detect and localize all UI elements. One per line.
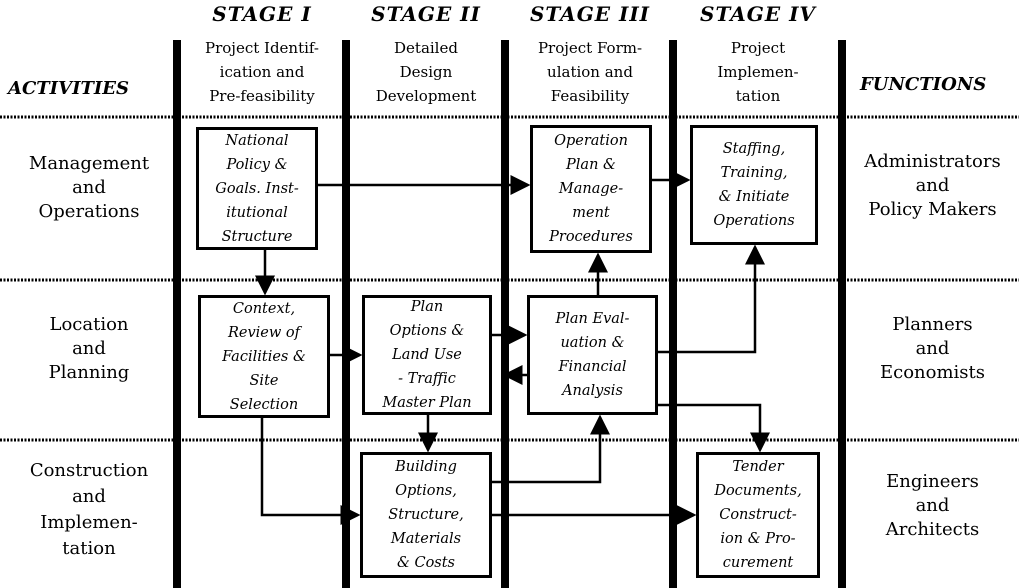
arrow-context-to-building (260, 418, 361, 525)
activities-header: ACTIVITIES (8, 78, 130, 99)
activity-construction: Construction and Implemen- tation (29, 460, 149, 559)
function-planners: Planners and Economists (879, 314, 986, 383)
arrow-building-to-evaluation (492, 414, 610, 484)
box-staffing: Staffing, Training, & Initiate Operation… (690, 125, 818, 245)
arrow-evaluation-to-staffing (658, 244, 765, 354)
stage-dividers (173, 40, 846, 588)
row-dividers (0, 115, 1019, 442)
stage-1-title: STAGE I (212, 2, 312, 26)
box-context: Context, Review of Facilities & Site Sel… (198, 295, 330, 418)
activity-location: Location and Planning (48, 314, 130, 383)
function-engineers: Engineers and Architects (885, 471, 980, 540)
stage-2-title: STAGE II (371, 2, 481, 26)
box-building-options: Building Options, Structure, Materials &… (360, 452, 492, 578)
stage-4-title: STAGE IV (700, 2, 816, 26)
activity-management: Management and Operations (28, 153, 150, 222)
stage-1-subtitle: Project Identif- ication and Pre-feasibi… (205, 39, 319, 105)
connector-arrows (255, 170, 770, 525)
box-national-policy: National Policy & Goals. Inst- itutional… (196, 127, 318, 250)
arrow-evaluation-to-tender (658, 403, 770, 453)
stage-3-title: STAGE III (529, 2, 651, 26)
functions-header: FUNCTIONS (860, 74, 987, 95)
box-plan-options: Plan Options & Land Use - Traffic Master… (362, 295, 492, 415)
box-operation-plan: Operation Plan & Manage- ment Procedures (530, 125, 652, 253)
box-tender: Tender Documents, Construct- ion & Pro- … (696, 452, 820, 578)
stage-2-subtitle: Detailed Design Development (375, 39, 477, 105)
stage-3-subtitle: Project Form- ulation and Feasibility (537, 39, 643, 105)
box-plan-evaluation: Plan Eval- uation & Financial Analysis (527, 295, 658, 415)
stage-4-subtitle: Project Implemen- tation (717, 39, 799, 105)
function-administrators: Administrators and Policy Makers (864, 151, 1001, 220)
